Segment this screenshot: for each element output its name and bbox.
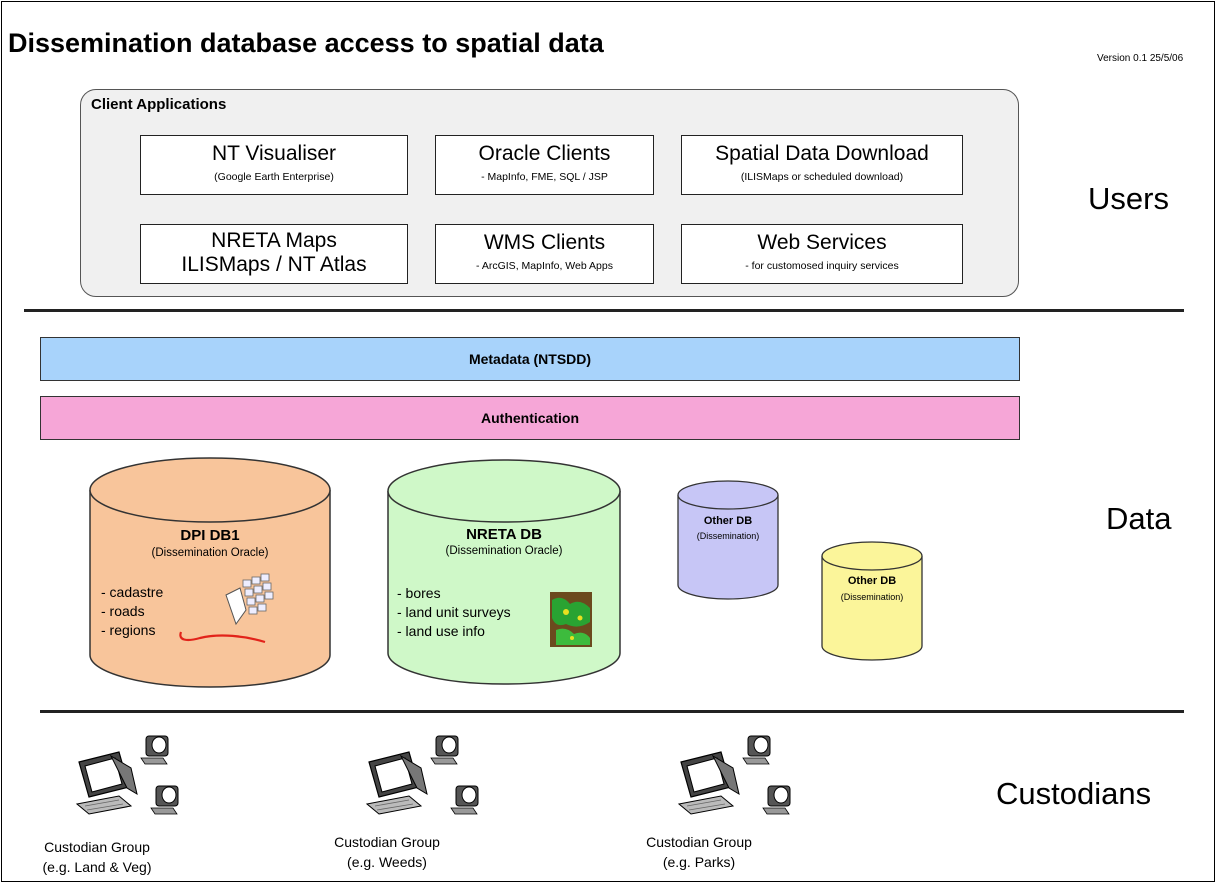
app-title: NT Visualiser — [211, 142, 337, 165]
map-thumbnail-icon — [550, 592, 592, 647]
computer-network-icon — [366, 735, 479, 815]
db-name: DPI DB1 — [180, 527, 240, 544]
custodian-group-parks: Custodian Group (e.g. Parks) — [624, 832, 774, 872]
layer-label-users: Users — [1088, 181, 1169, 216]
db-item: - land use info — [397, 623, 485, 639]
app-subtitle: - MapInfo, FME, SQL / JSP — [481, 171, 608, 183]
layer-label-data: Data — [1106, 501, 1172, 536]
custodian-example: (e.g. Land & Veg) — [42, 859, 152, 875]
app-box-nreta-maps: NRETA Maps ILISMaps / NT Atlas — [140, 224, 408, 284]
divider-users-data — [24, 309, 1184, 312]
database-cylinder-other-1 — [677, 480, 779, 600]
db-item: - land unit surveys — [397, 604, 511, 620]
db-item: - roads — [101, 603, 145, 619]
app-title: Web Services — [757, 231, 887, 254]
layer-label-custodians: Custodians — [996, 776, 1152, 811]
custodian-label: Custodian Group — [334, 834, 440, 850]
db-name: Other DB — [847, 575, 897, 587]
db-name: Other DB — [703, 515, 753, 527]
app-title: WMS Clients — [483, 231, 606, 254]
computer-network-icon — [678, 735, 791, 815]
app-box-wms-clients: WMS Clients - ArcGIS, MapInfo, Web Apps — [435, 224, 654, 284]
app-subtitle: (Google Earth Enterprise) — [214, 171, 334, 183]
custodian-group-land-veg: Custodian Group (e.g. Land & Veg) — [22, 837, 172, 877]
app-title: NRETA Maps ILISMaps / NT Atlas — [181, 229, 367, 276]
authentication-bar: Authentication — [40, 396, 1020, 440]
app-box-spatial-data-download: Spatial Data Download (ILISMaps or sched… — [681, 135, 963, 195]
computer-network-icon — [76, 735, 179, 815]
database-cylinder-dpi — [89, 457, 331, 688]
custodian-label: Custodian Group — [44, 839, 150, 855]
app-box-web-services: Web Services - for customosed inquiry se… — [681, 224, 963, 284]
metadata-bar: Metadata (NTSDD) — [40, 337, 1020, 381]
custodian-label: Custodian Group — [646, 834, 752, 850]
app-subtitle: - for customosed inquiry services — [745, 260, 899, 272]
db-items-list: - bores - land unit surveys - land use i… — [397, 584, 511, 641]
db-name: NRETA DB — [466, 526, 542, 543]
app-box-oracle-clients: Oracle Clients - MapInfo, FME, SQL / JSP — [435, 135, 654, 195]
pencil-sketch-icon — [179, 573, 274, 644]
db-item: - regions — [101, 622, 156, 638]
custodian-example: (e.g. Weeds) — [347, 854, 427, 870]
app-box-nt-visualiser: NT Visualiser (Google Earth Enterprise) — [140, 135, 408, 195]
db-subtitle: (Dissemination Oracle) — [151, 547, 269, 559]
db-items-list: - cadastre - roads - regions — [101, 583, 163, 640]
version-label: Version 0.1 25/5/06 — [1097, 53, 1184, 64]
custodian-example: (e.g. Parks) — [662, 854, 736, 870]
app-title: Oracle Clients — [478, 142, 611, 165]
app-title: Spatial Data Download — [715, 142, 929, 165]
app-subtitle: (ILISMaps or scheduled download) — [740, 171, 904, 183]
client-applications-heading: Client Applications — [91, 96, 227, 113]
db-subtitle: (Dissemination) — [696, 531, 760, 541]
custodian-group-weeds: Custodian Group (e.g. Weeds) — [312, 832, 462, 872]
db-item: - cadastre — [101, 584, 164, 600]
db-subtitle: (Dissemination) — [840, 592, 904, 602]
app-subtitle: - ArcGIS, MapInfo, Web Apps — [476, 260, 613, 272]
page-title: Dissemination database access to spatial… — [8, 28, 604, 58]
database-cylinder-other-2 — [821, 541, 923, 661]
divider-data-custodians — [40, 710, 1184, 713]
db-subtitle: (Dissemination Oracle) — [445, 545, 563, 557]
db-item: - bores — [397, 585, 441, 601]
